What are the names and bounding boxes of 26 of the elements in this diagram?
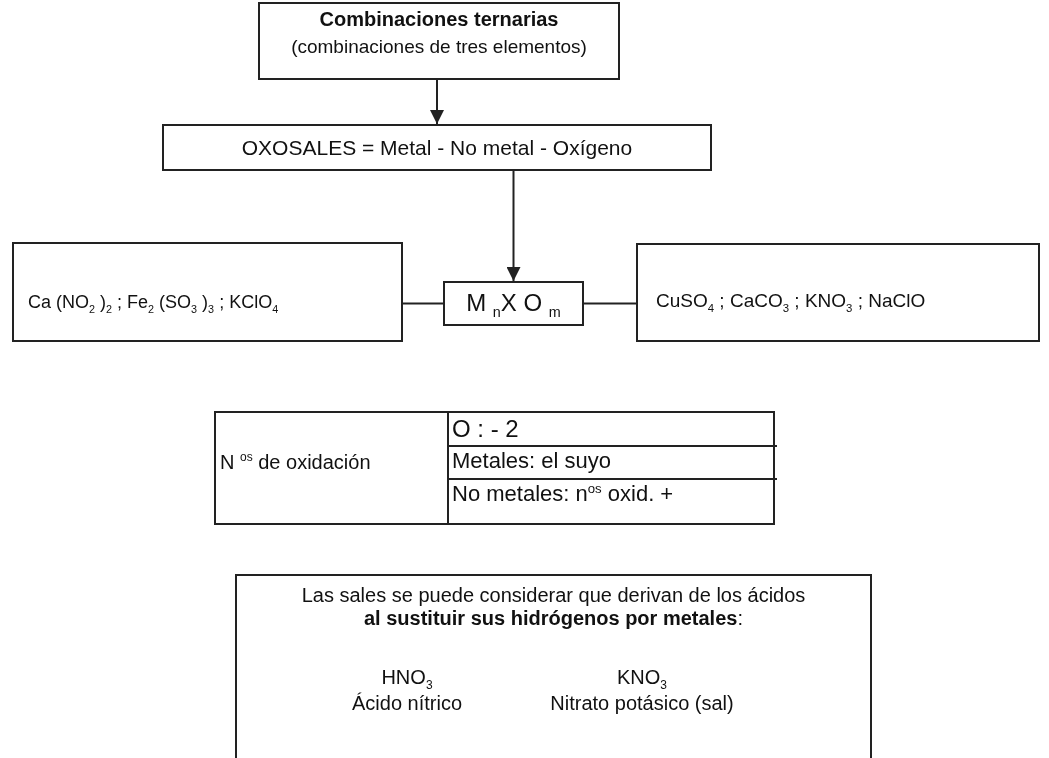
table-cell-text: O : - 2: [452, 415, 520, 443]
heading-text: Combinaciones ternarias: [318, 8, 560, 31]
table-cell-text: Metales: el suyo: [452, 448, 612, 474]
subheading-text: (combinaciones de tres elementos): [290, 36, 588, 58]
formula-text: CuSO$_{4}$ ; CaCO$_{3}$ ; KNO$_{3}$ ; NaClO: [656, 290, 927, 315]
row-header-text: N $^{os}$ de oxidación: [220, 451, 372, 474]
formula-text: KNO$_{3}$: [616, 666, 668, 693]
connector-line: [583, 302, 637, 305]
formula-text: HNO$_{3}$: [380, 666, 434, 692]
process-box: [162, 124, 712, 171]
example-box: [636, 243, 1040, 342]
formula-text: M $_{n}$X O $_{m}$: [465, 289, 562, 321]
box-text: OXOSALES = Metal - No metal - Oxígeno: [240, 136, 634, 161]
note-box: [235, 574, 872, 758]
table-box: [214, 411, 775, 525]
arrow: [430, 79, 444, 125]
caption-text: Ácido nítrico: [350, 692, 464, 715]
formula-box: [443, 281, 584, 326]
arrow: [506, 170, 521, 282]
example-box: [12, 242, 403, 342]
formula-text: Ca (NO$_{2}$ )$_{2}$ ; Fe$_{2}$ (SO$_{3}$ )$_{3}$ ; KClO$_{4}$: [28, 292, 280, 315]
connector-line: [402, 302, 444, 305]
heading-box: [258, 2, 620, 80]
note-text: Las sales se puede considerar que derivan de los ácidos al sustituir sus hidrógenos por metales:: [300, 584, 807, 630]
caption-text: Nitrato potásico (sal): [549, 692, 735, 715]
table-cell-text: No metales: n$^{os}$ oxid. +: [452, 481, 675, 507]
